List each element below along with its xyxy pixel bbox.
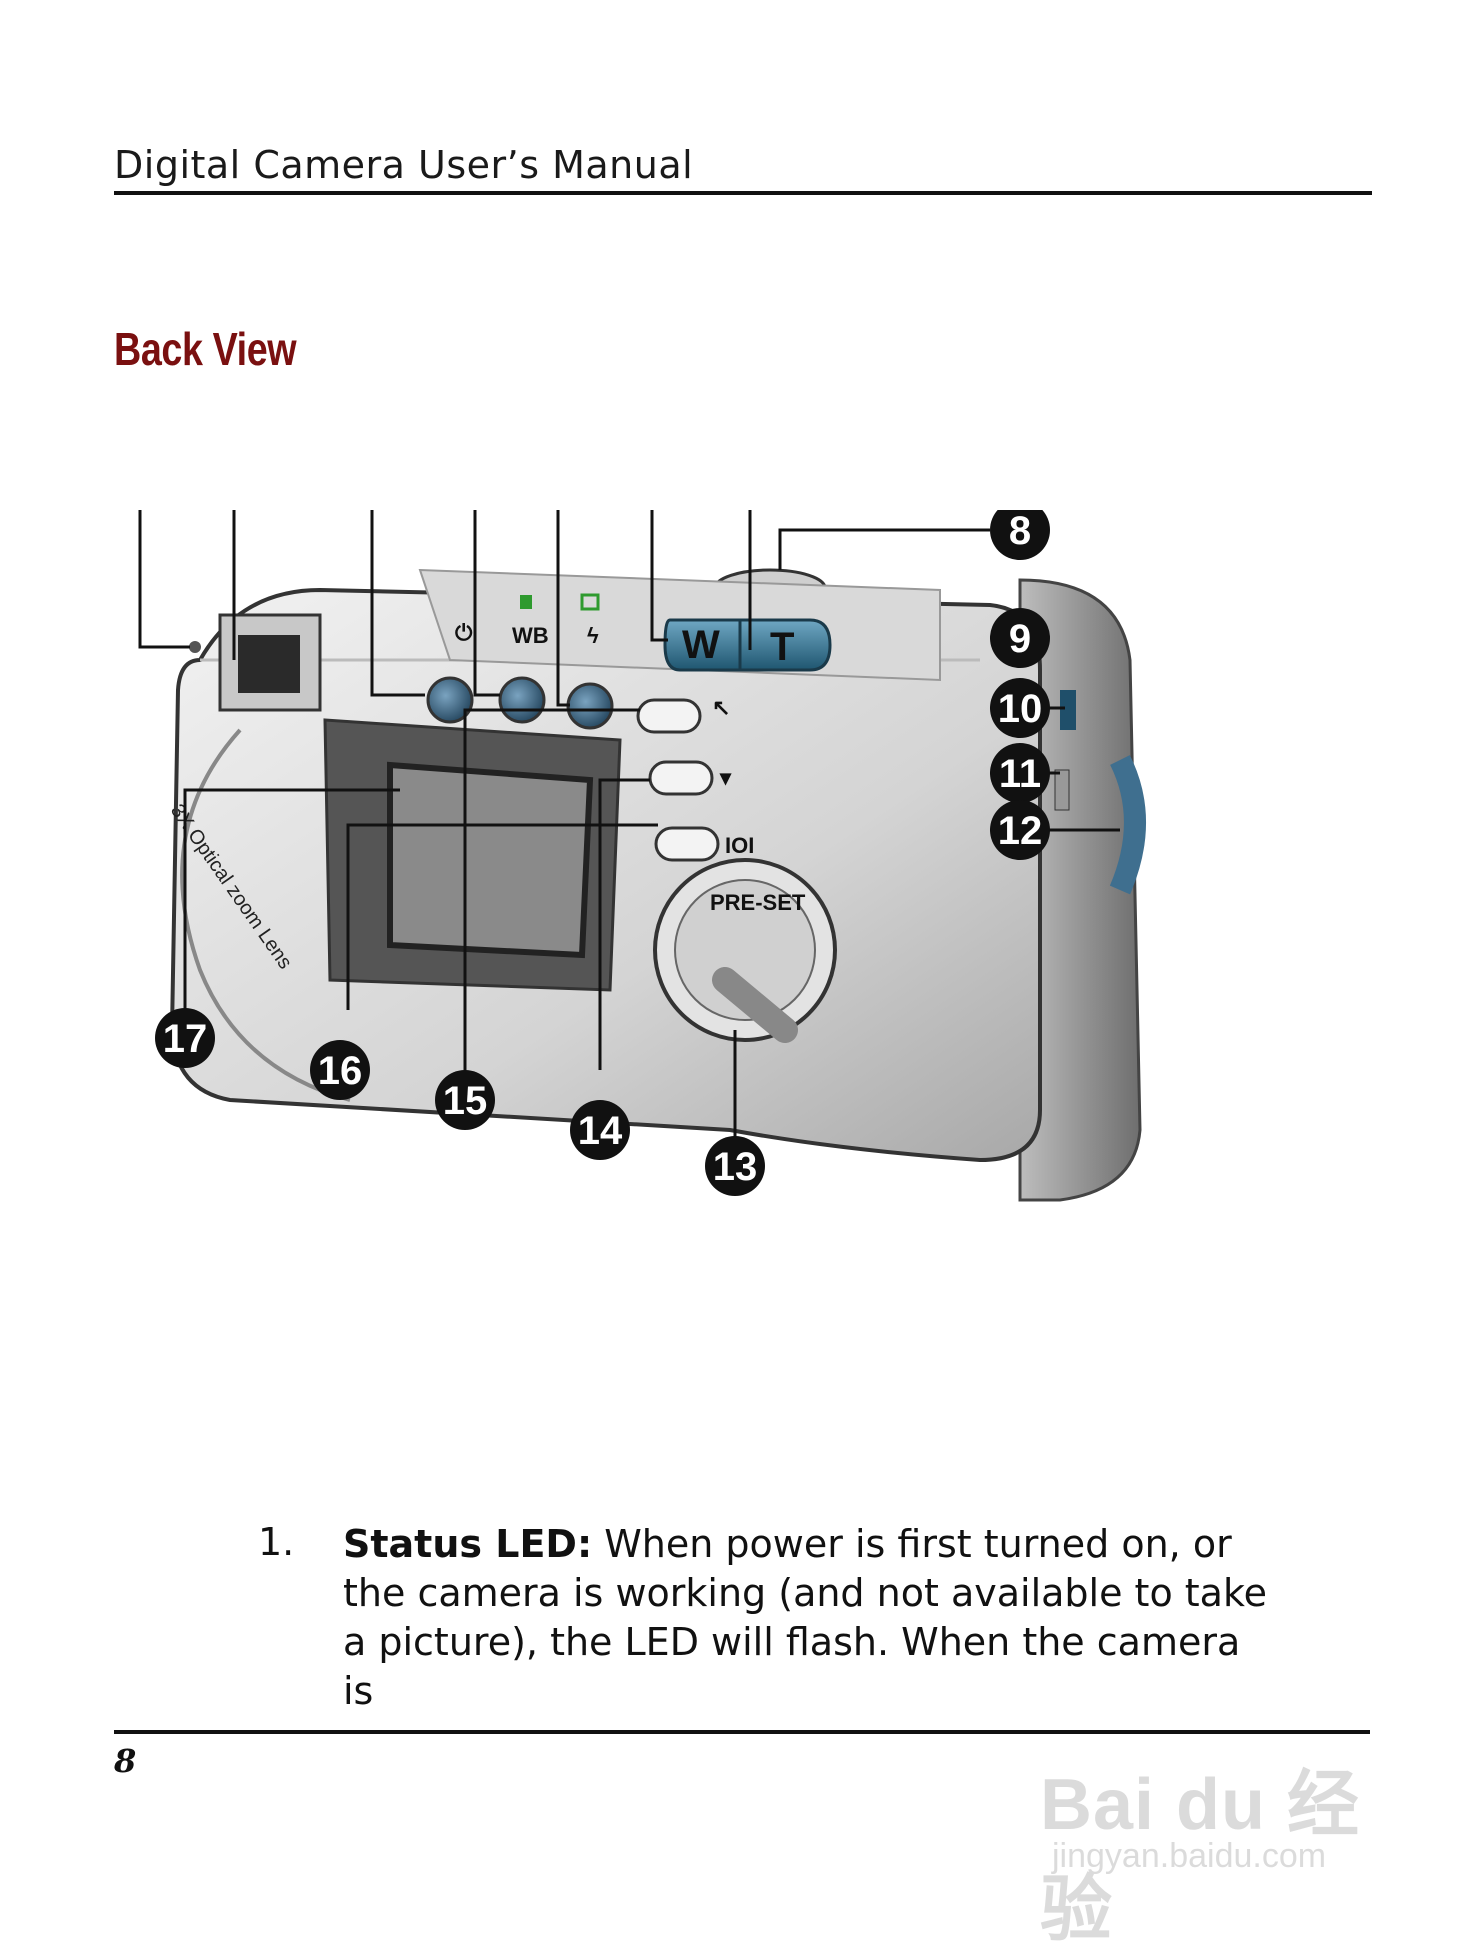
delete-icon <box>520 595 532 609</box>
list-item-text: Status LED: When power is first turned o… <box>343 1520 1273 1716</box>
footer-rule <box>114 1730 1370 1734</box>
callout-14: 14 <box>570 1100 630 1160</box>
running-header: Digital Camera User’s Manual <box>114 143 694 187</box>
down-button[interactable] <box>648 760 714 796</box>
side-switch[interactable] <box>1060 690 1076 730</box>
callout-11: 11 <box>990 743 1050 803</box>
zoom-wide-button[interactable] <box>663 618 742 672</box>
up-button[interactable] <box>636 698 702 734</box>
callout-12: 12 <box>990 800 1050 860</box>
callout-10: 10 <box>990 678 1050 738</box>
svg-text:14: 14 <box>578 1109 623 1153</box>
callout-16: 16 <box>310 1040 370 1100</box>
zoom-tele-label: T <box>770 625 794 669</box>
callout-15: 15 <box>435 1070 495 1130</box>
camera-side-panel <box>1018 578 1142 1202</box>
lcd-screen <box>387 761 594 959</box>
list-item-number: 1. <box>258 1520 295 1564</box>
viewfinder-window <box>238 635 300 693</box>
down-arrow-icon: ▾ <box>719 765 732 790</box>
flash-icon: ϟ <box>587 623 599 648</box>
copy-flash-button[interactable] <box>566 682 614 730</box>
preset-label: PRE-SET <box>710 890 806 915</box>
svg-text:13: 13 <box>713 1145 758 1189</box>
callout-17: 17 <box>155 1008 215 1068</box>
callout-8: 8 <box>990 500 1050 560</box>
up-arrow-icon: ↖ <box>712 695 730 720</box>
svg-text:17: 17 <box>163 1017 208 1061</box>
svg-text:9: 9 <box>1009 617 1031 661</box>
page-number: 8 <box>114 1742 137 1780</box>
copy-icon <box>580 593 600 611</box>
section-title: Back View <box>114 323 297 375</box>
watermark: Bai du 经验 jingyan.baidu.com <box>1040 1745 1380 1950</box>
svg-text:11: 11 <box>999 752 1041 796</box>
camera-back-view-figure: ⏻ WB ϟ W T ↖ ▾ IOI PRE-SET 3X Optical zo… <box>110 418 1320 1460</box>
delete-wb-button[interactable] <box>498 676 546 724</box>
mode-dial-knob[interactable] <box>712 967 798 1043</box>
side-port <box>1054 769 1070 811</box>
status-led <box>189 641 201 653</box>
svg-text:8: 8 <box>1009 510 1031 553</box>
svg-text:12: 12 <box>998 809 1043 853</box>
watermark-url: jingyan.baidu.com <box>1052 1837 1327 1875</box>
svg-text:16: 16 <box>318 1049 363 1093</box>
list-item-description: When power is first turned on, or the ca… <box>343 1522 1267 1713</box>
callout-9: 9 <box>990 608 1050 668</box>
display-button[interactable] <box>654 826 720 862</box>
power-icon: ⏻ <box>455 620 473 645</box>
strap-ring <box>1109 755 1146 895</box>
list-item-term: Status LED: <box>343 1522 593 1566</box>
display-label: IOI <box>725 833 754 858</box>
power-button[interactable] <box>426 676 474 724</box>
svg-text:10: 10 <box>998 687 1043 731</box>
wb-label: WB <box>512 623 549 648</box>
callout-13: 13 <box>705 1136 765 1196</box>
header-rule <box>114 191 1372 195</box>
zoom-wide-label: W <box>682 623 720 667</box>
zoom-tele-button[interactable] <box>738 618 832 672</box>
svg-text:15: 15 <box>443 1079 488 1123</box>
camera-illustration: ⏻ WB ϟ W T ↖ ▾ IOI PRE-SET 3X Optical zo… <box>110 418 1146 1202</box>
